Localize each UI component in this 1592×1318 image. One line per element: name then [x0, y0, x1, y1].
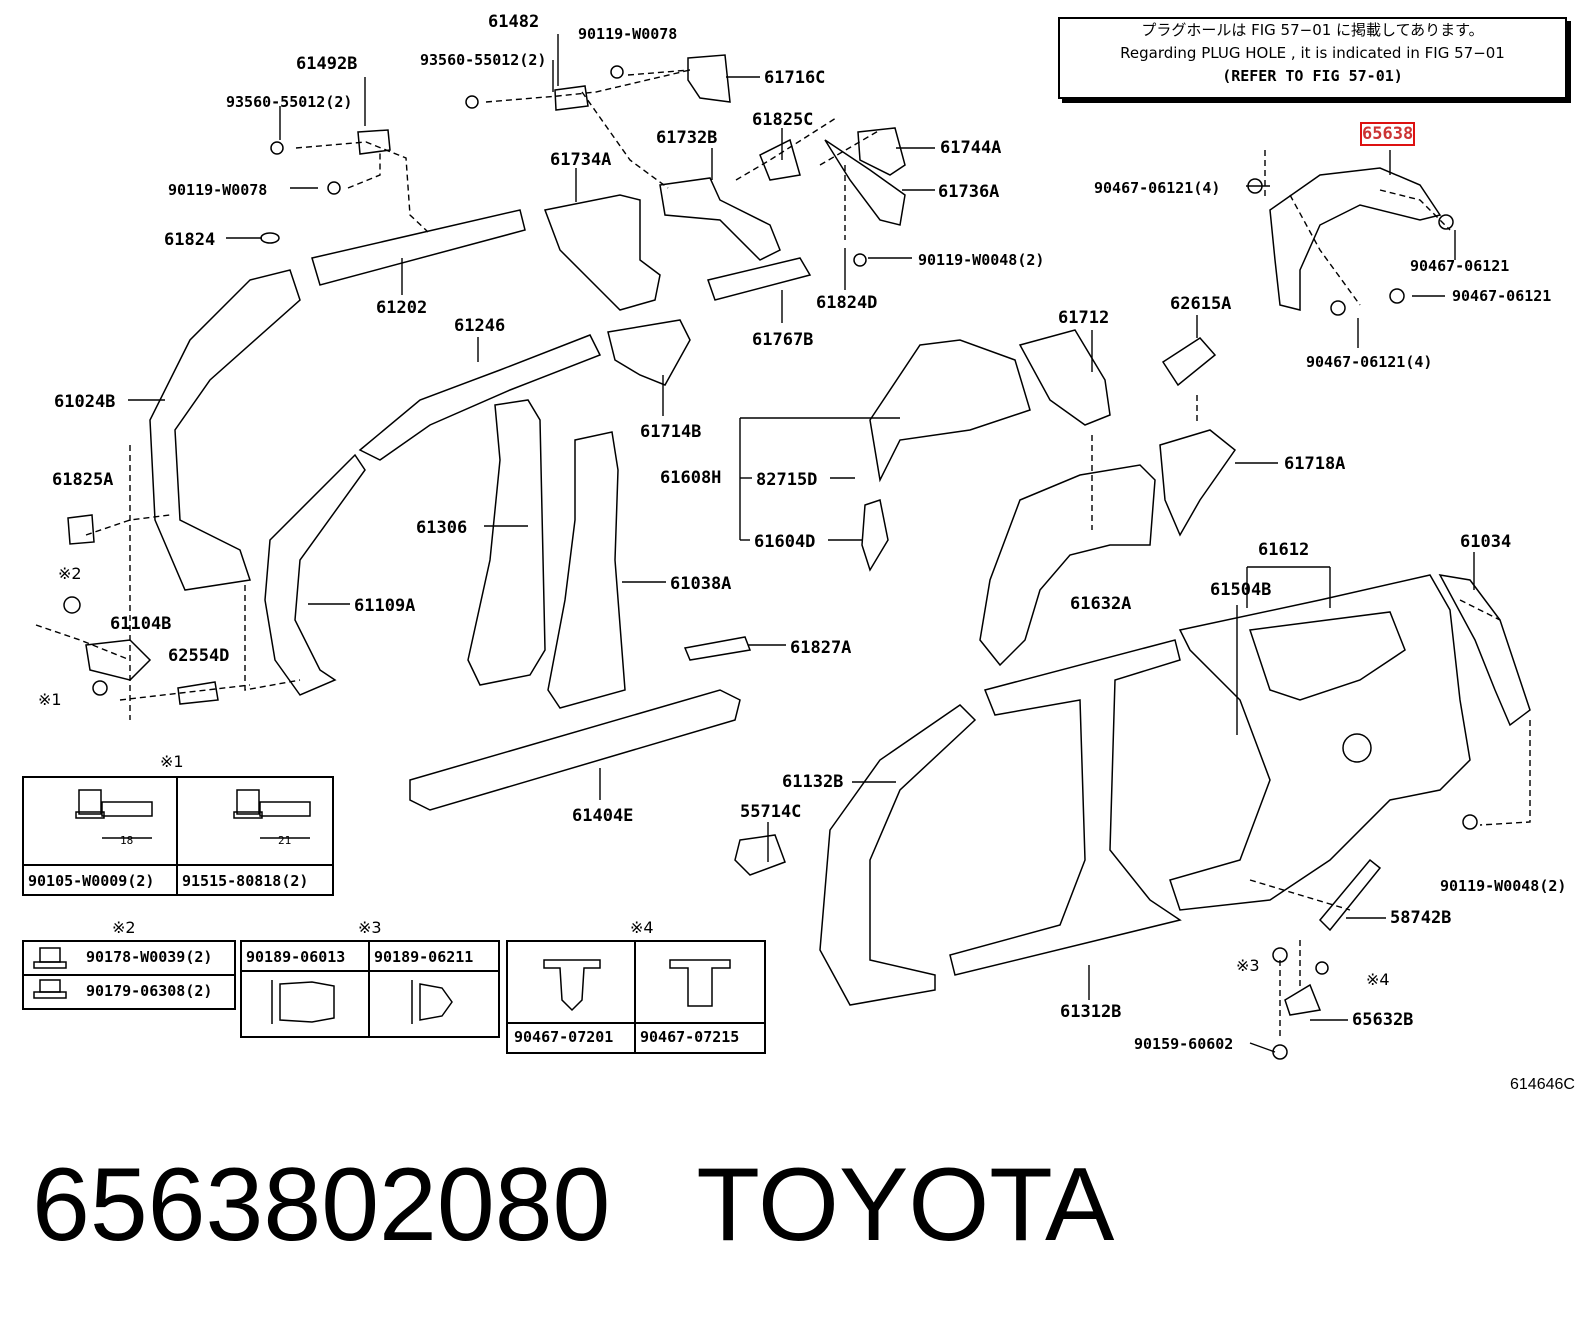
label-65632B: 65632B: [1352, 1010, 1414, 1030]
legend-2-nut-icons: [33, 947, 67, 999]
label-61404E: 61404E: [572, 806, 634, 826]
label-90467-06121-c: 90467-06121: [1452, 287, 1552, 305]
legend-1-drawings: [75, 789, 311, 839]
label-61312B: 61312B: [1060, 1002, 1122, 1022]
legend-4-title: ※4: [630, 918, 654, 937]
label-61246: 61246: [454, 316, 506, 336]
notice-box: プラグホールは FIG 57−01 に掲載してあります。 Regarding P…: [1058, 17, 1567, 99]
legend-2-box: 90178-W0039(2) 90179-06308(2): [22, 940, 236, 1010]
legend-4-box: 90467-07201 90467-07215: [506, 940, 766, 1054]
legend-1-dim-b: 21: [278, 834, 292, 847]
mark-2-callout: ※2: [58, 564, 82, 583]
label-62554D: 62554D: [168, 646, 230, 666]
label-61608H: 61608H: [660, 468, 722, 488]
figure-code: 614646C: [1510, 1076, 1575, 1093]
legend-1-part-a: 90105-W0009(2): [28, 872, 155, 890]
label-90467-06121-d: 90467-06121(4): [1306, 353, 1433, 371]
legend-3-part-b: 90189-06211: [374, 948, 474, 966]
label-61744A: 61744A: [940, 138, 1002, 158]
legend-1-box: 18 21 90105-W0009(2) 91515-80818(2): [22, 776, 334, 896]
label-61504B: 61504B: [1210, 580, 1272, 600]
label-65638-highlighted: 65638: [1359, 122, 1416, 146]
label-90119-W0048-upper: 90119-W0048(2): [918, 251, 1045, 269]
label-61038A: 61038A: [670, 574, 732, 594]
label-90119-W0048-lower: 90119-W0048(2): [1440, 877, 1567, 895]
label-61824D: 61824D: [816, 293, 878, 313]
label-61492B: 61492B: [296, 54, 358, 74]
dashed-lines: [35, 69, 1531, 1040]
label-61827A: 61827A: [790, 638, 852, 658]
label-61736A: 61736A: [938, 182, 1000, 202]
mark-1-callout: ※1: [38, 690, 62, 709]
part-outlines: [67, 54, 1531, 1016]
label-61825A: 61825A: [52, 470, 114, 490]
label-90159-60602: 90159-60602: [1134, 1035, 1234, 1053]
notice-line-jp: プラグホールは FIG 57−01 に掲載してあります。: [1141, 21, 1484, 39]
label-55714C: 55714C: [740, 802, 802, 822]
label-61604D: 61604D: [754, 532, 816, 552]
legend-2-part-b: 90179-06308(2): [86, 982, 213, 1000]
label-61104B: 61104B: [110, 614, 172, 634]
mark-4-callout: ※4: [1366, 970, 1390, 989]
label-90467-06121-b: 90467-06121: [1410, 257, 1510, 275]
fasteners: [63, 65, 1478, 1060]
label-61718A: 61718A: [1284, 454, 1346, 474]
legend-4-clip-icons: [543, 959, 731, 1012]
footer-title: 6563802080 TOYOTA: [32, 1145, 1114, 1265]
label-93560-55012-top: 93560-55012(2): [420, 51, 547, 69]
legend-1-title: ※1: [160, 752, 184, 771]
label-61632A: 61632A: [1070, 594, 1132, 614]
label-61612: 61612: [1258, 540, 1310, 560]
label-93560-55012-left: 93560-55012(2): [226, 93, 353, 111]
footer-brand: TOYOTA: [696, 1147, 1115, 1263]
legend-2-title: ※2: [112, 918, 136, 937]
label-90467-06121-a: 90467-06121(4): [1094, 179, 1221, 197]
leader-lines: [128, 34, 1475, 1053]
mark-3-callout: ※3: [1236, 956, 1260, 975]
legend-4-part-a: 90467-07201: [514, 1028, 614, 1046]
label-61734A: 61734A: [550, 150, 612, 170]
label-61732B: 61732B: [656, 128, 718, 148]
label-61824: 61824: [164, 230, 216, 250]
label-61712: 61712: [1058, 308, 1110, 328]
notice-line-en: Regarding PLUG HOLE , it is indicated in…: [1120, 44, 1505, 62]
label-61202: 61202: [376, 298, 428, 318]
legend-3-title: ※3: [358, 918, 382, 937]
label-61825C: 61825C: [752, 110, 814, 130]
label-61109A: 61109A: [354, 596, 416, 616]
label-82715D: 82715D: [756, 470, 818, 490]
label-62615A: 62615A: [1170, 294, 1232, 314]
legend-3-box: 90189-06013 90189-06211: [240, 940, 500, 1038]
label-61714B: 61714B: [640, 422, 702, 442]
legend-3-clip-icons: [271, 980, 453, 1024]
legend-3-part-a: 90189-06013: [246, 948, 346, 966]
legend-1-part-b: 91515-80818(2): [182, 872, 309, 890]
footer-part-number: 6563802080: [32, 1147, 611, 1263]
label-61482: 61482: [488, 12, 540, 32]
label-61716C: 61716C: [764, 68, 826, 88]
legend-1-dim-a: 18: [120, 834, 134, 847]
label-61132B: 61132B: [782, 772, 844, 792]
label-58742B: 58742B: [1390, 908, 1452, 928]
label-90119-W0078-left: 90119-W0078: [168, 181, 268, 199]
notice-line-refer: (REFER TO FIG 57-01): [1222, 67, 1403, 85]
label-61767B: 61767B: [752, 330, 814, 350]
legend-2-part-a: 90178-W0039(2): [86, 948, 213, 966]
label-61024B: 61024B: [54, 392, 116, 412]
label-61034: 61034: [1460, 532, 1512, 552]
label-90119-W0078-top: 90119-W0078: [578, 25, 678, 43]
label-61306: 61306: [416, 518, 468, 538]
legend-4-part-b: 90467-07215: [640, 1028, 740, 1046]
